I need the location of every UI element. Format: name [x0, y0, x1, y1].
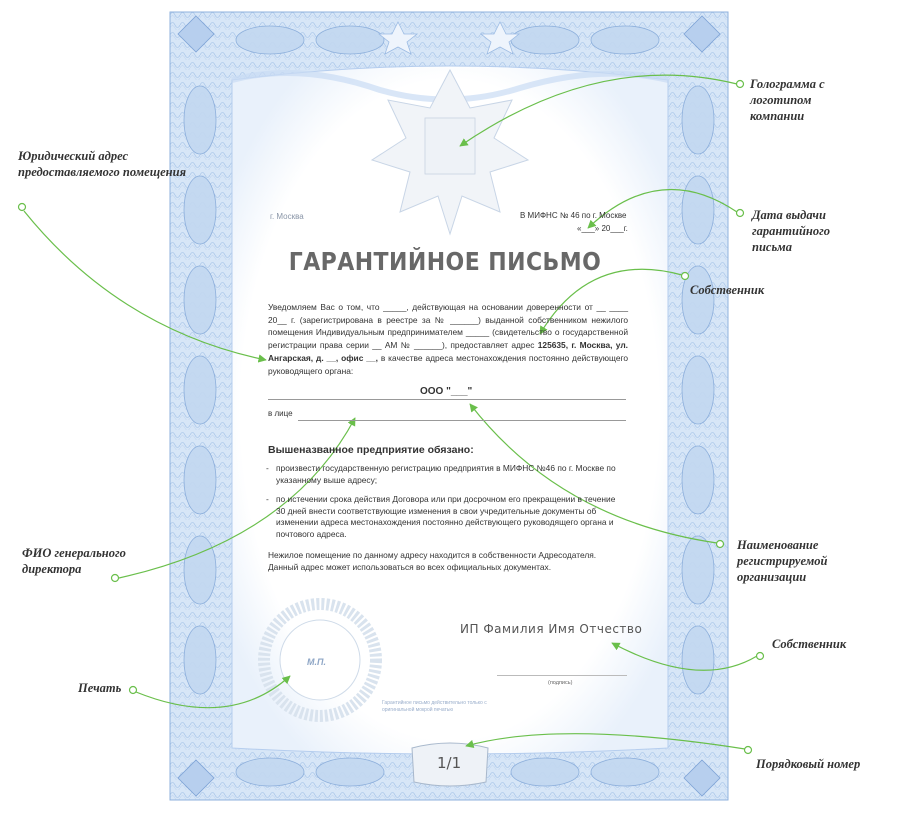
arrow-owner-1	[539, 268, 690, 335]
organization-name: ООО "___"	[420, 386, 473, 397]
org-name-underline	[268, 399, 626, 400]
recipient-label: В МИФНС № 46 по г. Москве	[520, 211, 627, 220]
arrow-issue-date	[587, 188, 745, 229]
callout-owner-1: Собственник	[690, 283, 765, 297]
arrow-legal-address	[17, 202, 267, 363]
signer-name: ИП Фамилия Имя Отчество	[460, 622, 643, 636]
signature-line	[497, 675, 627, 676]
city-label: г. Москва	[270, 212, 304, 221]
arrow-serial	[465, 733, 753, 755]
document-title: ГАРАНТИЙНОЕ ПИСЬМО	[288, 247, 602, 276]
signature-caption: (подпись)	[548, 680, 573, 686]
callout-arrows	[17, 74, 765, 755]
body-text-1: Уведомляем Вас о том, что _____, действу…	[268, 302, 628, 351]
list-item: произвести государственную регистрацию п…	[264, 463, 621, 486]
callout-legal-address: Юридический адрес предоставляемого помещ…	[18, 149, 187, 179]
footnote: Гарантийное письмо действительно только …	[382, 700, 487, 713]
obligations-heading: Вышеназванное предприятие обязано:	[268, 444, 474, 456]
list-item: по истечении срока действия Договора или…	[264, 494, 621, 540]
callout-stamp: Печать	[78, 681, 122, 695]
callout-issue-date: Дата выдачи гарантийного письма	[752, 208, 830, 254]
body-text-2: в качестве адреса местонахождения постоя…	[268, 352, 629, 376]
director-underline	[298, 420, 626, 421]
page-number-tab	[411, 742, 489, 787]
stamp-rosette	[258, 598, 382, 722]
obligations-list: произвести государственную регистрацию п…	[264, 463, 621, 546]
body-paragraph: Уведомляем Вас о том, что _____, действу…	[268, 301, 628, 377]
legal-address: 125635, г. Москва, ул. Ангарская, д. __,…	[268, 340, 629, 363]
callout-hologram: Голограмма с логотипом компании	[750, 77, 825, 123]
arrow-owner-2	[611, 642, 765, 671]
ownership-note: Нежилое помещение по данному адресу нахо…	[268, 550, 597, 572]
date-line: «___» 20___г.	[577, 224, 628, 233]
page-number: 1/1	[437, 754, 462, 772]
callout-serial: Порядковый номер	[756, 757, 861, 771]
callout-director: ФИО генерального директора	[22, 546, 126, 576]
arrow-stamp	[128, 675, 291, 709]
callout-owner-2: Собственник	[772, 637, 847, 651]
hologram-seal	[370, 68, 530, 236]
stamp-label: М.П.	[307, 657, 326, 667]
callout-org-name: Наименование регистрируемой организации	[737, 538, 828, 584]
in-person-label: в лице	[268, 409, 293, 418]
arrow-hologram	[459, 74, 745, 147]
